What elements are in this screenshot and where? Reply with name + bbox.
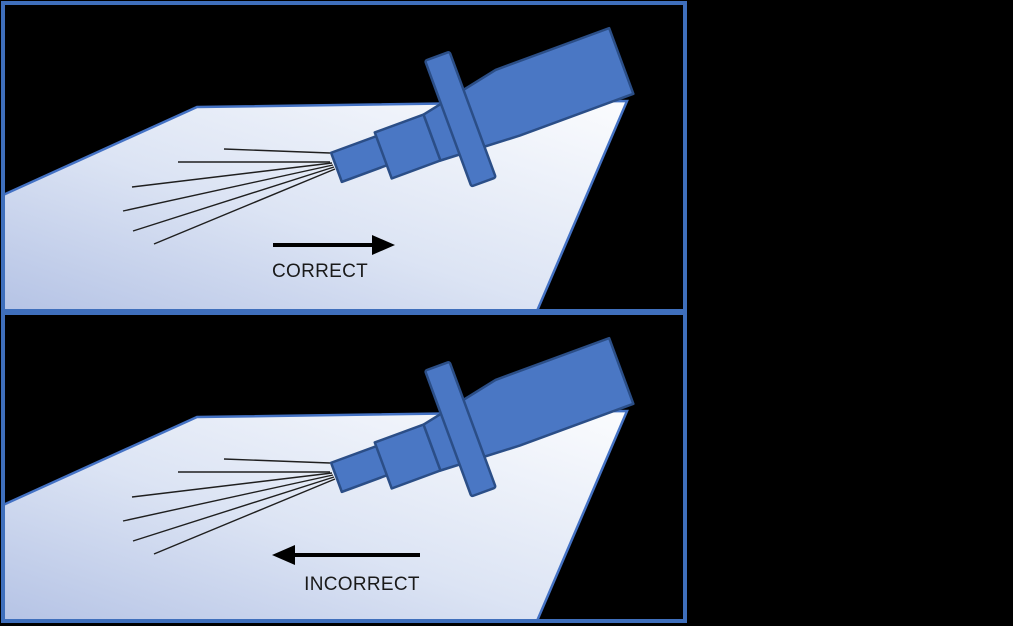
incorrect-label: INCORRECT — [304, 574, 420, 595]
arrow-head-icon — [372, 235, 395, 255]
spray-line — [122, 474, 334, 522]
direction-arrow-left — [272, 545, 420, 565]
spray-line — [153, 168, 336, 245]
panel-correct: CORRECT — [1, 1, 687, 313]
spray-lines — [122, 148, 336, 245]
spray-line — [132, 476, 335, 542]
spray-line — [223, 148, 331, 154]
panel-incorrect: INCORRECT — [1, 311, 687, 623]
spray-line — [122, 164, 334, 212]
spray-line — [223, 458, 331, 464]
spray-line — [132, 166, 335, 232]
spray-line — [131, 162, 333, 188]
spray-gun — [329, 26, 635, 188]
spray-gun-trigger-bar — [424, 361, 497, 498]
spray-lines — [122, 458, 336, 555]
spray-line — [153, 478, 336, 555]
spray-line — [131, 472, 333, 498]
correct-label: CORRECT — [272, 261, 368, 282]
panel-border — [1, 311, 687, 623]
direction-arrow-right — [273, 235, 395, 255]
spray-gun-trigger-bar — [424, 51, 497, 188]
spray-gun — [329, 336, 635, 498]
arrow-head-icon — [272, 545, 295, 565]
